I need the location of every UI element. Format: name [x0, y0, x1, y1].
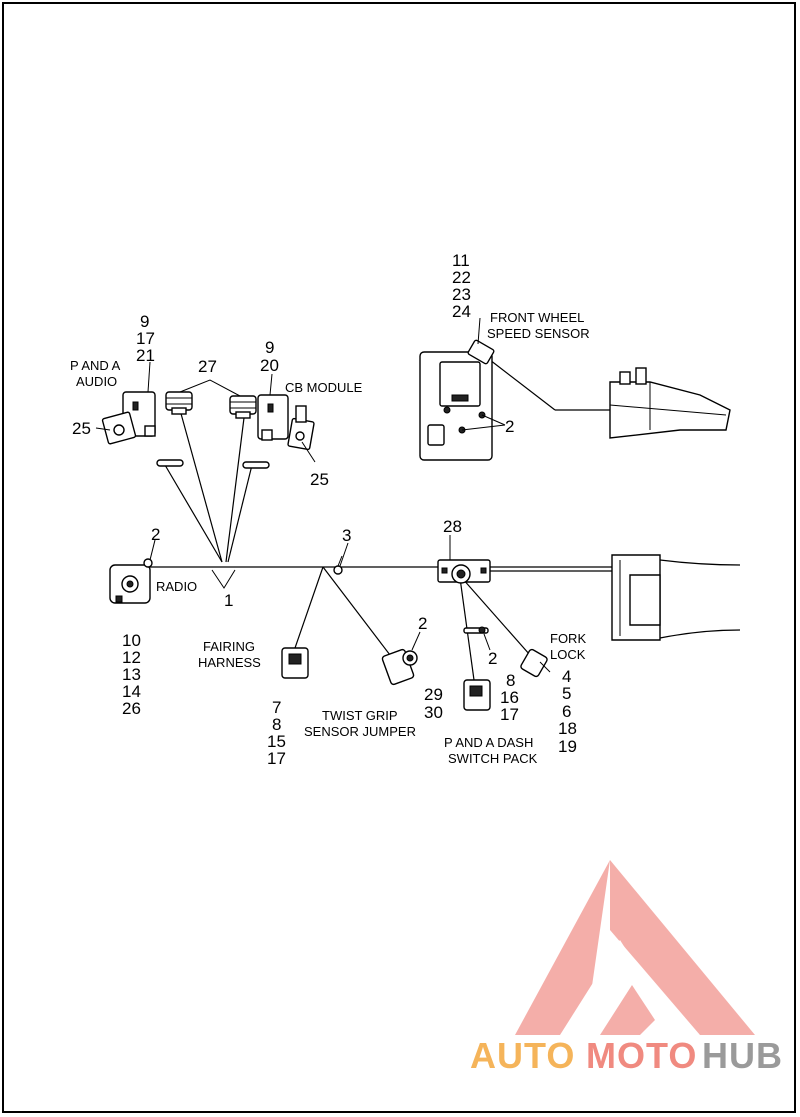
callout-radio-3: 14 [122, 682, 141, 701]
callout-radio-0: 10 [122, 631, 141, 650]
callout-radio-2: 13 [122, 665, 141, 684]
leader-lines [95, 317, 551, 673]
callout-2-radio: 2 [151, 525, 160, 544]
callout-fairing-1: 8 [272, 715, 281, 734]
callout-radio-4: 26 [122, 699, 141, 718]
watermark-hub: HUB [702, 1035, 783, 1076]
plug-27-left [156, 391, 193, 467]
callout-audio-1: 17 [136, 329, 155, 348]
fork-frame-top [609, 367, 731, 439]
callout-29: 29 [424, 685, 443, 704]
callout-cb-0: 9 [265, 338, 274, 357]
radio-connector [109, 558, 153, 604]
callout-27: 27 [198, 357, 217, 376]
callout-2-sensor: 2 [505, 417, 514, 436]
callout-sensor-2: 23 [452, 285, 471, 304]
label-twist-grip-1: TWIST GRIP [322, 708, 398, 723]
callout-sensor-3: 24 [452, 302, 471, 321]
label-p-and-a-audio-2: AUDIO [76, 374, 117, 389]
label-p-and-a-audio-1: P AND A [70, 358, 121, 373]
callout-fairing-0: 7 [272, 698, 281, 717]
clip-3 [333, 555, 343, 575]
callout-fork-2: 6 [562, 702, 571, 721]
twist-grip-connector [381, 648, 418, 686]
callout-sensor-1: 22 [452, 268, 471, 287]
callout-2-dash: 2 [488, 649, 497, 668]
callout-fork-0: 4 [562, 667, 571, 686]
label-dash-switch-2: SWITCH PACK [448, 751, 538, 766]
fairing-harness-connector [281, 647, 309, 679]
label-fairing-1: FAIRING [203, 639, 255, 654]
callout-audio-0: 9 [140, 312, 149, 331]
cb-clip-25 [287, 405, 315, 451]
fork-frame-bottom [611, 554, 741, 641]
label-twist-grip-2: SENSOR JUMPER [304, 724, 416, 739]
mount-bracket-28 [437, 559, 491, 584]
callout-1: 1 [224, 591, 233, 610]
callout-fork-4: 19 [558, 737, 577, 756]
callout-2-twist: 2 [418, 614, 427, 633]
label-dash-switch-1: P AND A DASH [444, 735, 533, 750]
label-cb-module: CB MODULE [285, 380, 363, 395]
speed-sensor-connector [467, 339, 495, 365]
callout-dash-0: 8 [506, 671, 515, 690]
callout-dash-1: 16 [500, 688, 519, 707]
text-labels: P AND A AUDIO CB MODULE FRONT WHEEL SPEE… [70, 310, 590, 766]
cb-module-connector [257, 394, 289, 441]
label-front-wheel-1: FRONT WHEEL [490, 310, 584, 325]
callout-fork-1: 5 [562, 684, 571, 703]
callout-dash-2: 17 [500, 705, 519, 724]
callout-fairing-3: 17 [267, 749, 286, 768]
dash-switch-pack-connector [463, 679, 491, 711]
callout-numbers: 9 17 21 9 20 27 25 25 11 22 23 24 2 2 3 … [72, 251, 577, 768]
main-harness [148, 359, 612, 681]
audio-clip-25 [101, 411, 137, 445]
callout-25-right: 25 [310, 470, 329, 489]
plug-27-right [229, 395, 270, 469]
fork-lock-connector [520, 648, 548, 678]
callout-fairing-2: 15 [267, 732, 286, 751]
label-fairing-2: HARNESS [198, 655, 261, 670]
callout-cb-1: 20 [260, 356, 279, 375]
callout-radio-1: 12 [122, 648, 141, 667]
callout-sensor-0: 11 [452, 251, 470, 270]
callout-fork-3: 18 [558, 719, 577, 738]
callout-25-left: 25 [72, 419, 91, 438]
label-fork-lock-1: FORK [550, 631, 586, 646]
label-front-wheel-2: SPEED SENSOR [487, 326, 590, 341]
label-fork-lock-2: LOCK [550, 647, 586, 662]
tie-wrap-2 [463, 626, 489, 634]
callout-28: 28 [443, 517, 462, 536]
callout-audio-2: 21 [136, 346, 155, 365]
label-radio: RADIO [156, 579, 197, 594]
watermark-moto: MOTO [586, 1035, 697, 1076]
callout-3: 3 [342, 526, 351, 545]
callout-30: 30 [424, 703, 443, 722]
sensor-mount-bracket [419, 351, 493, 461]
watermark-logo: AUTO MOTO HUB [470, 860, 783, 1076]
watermark-auto: AUTO [470, 1035, 575, 1076]
